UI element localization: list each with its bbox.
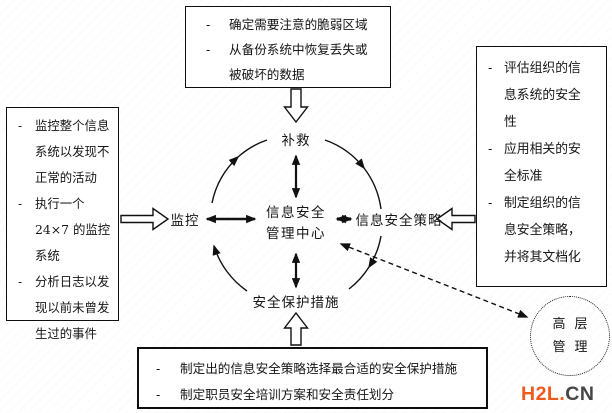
list-item-text: 执行一个 24×7 的监控系统: [35, 196, 111, 263]
cycle-arc-protection-to-monitor: [212, 244, 248, 292]
list-item-text: 从备份系统中恢复丢失或被破坏的数据: [229, 42, 368, 82]
watermark-logo: H2L.CN: [521, 383, 594, 406]
list-item: - 制定组织的信息安全策略，并将其文档化: [477, 190, 586, 271]
bullet-dash: -: [206, 17, 211, 32]
remedy-tasks-box: - 确定需要注意的脆弱区域 - 从备份系统中恢复丢失或被破坏的数据: [185, 6, 391, 88]
list-item: - 制定出的信息安全策略选择最合适的安全保护措施: [139, 356, 482, 382]
cycle-arc-remedy-to-policy: [324, 139, 365, 170]
node-monitor: 监控: [170, 213, 200, 229]
node-protection-measures: 安全保护措施: [252, 295, 340, 311]
watermark-h2l: H2L: [521, 383, 560, 405]
senior-management-line1: 高层: [552, 317, 597, 332]
center-node-info-security-management: 信息安全 管理中心: [266, 203, 326, 245]
list-item: - 分析日志以发现以前未曾发生过的事件: [7, 269, 115, 347]
monitoring-tasks-box: - 监控整个信息系统以发现不正常的活动 - 执行一个 24×7 的监控系统 - …: [6, 107, 119, 341]
list-item: - 执行一个 24×7 的监控系统: [7, 191, 115, 269]
policy-tasks-box: - 评估组织的信息系统的安全性 - 应用相关的安全标准 - 制定组织的信息安全策…: [476, 46, 607, 287]
bullet-dash: -: [488, 61, 493, 76]
cycle-arc-monitor-to-remedy: [211, 155, 240, 204]
list-item: - 确定需要注意的脆弱区域: [186, 12, 372, 37]
bullet-dash: -: [488, 196, 493, 211]
list-item-text: 制定组织的信息安全策略，并将其文档化: [504, 196, 581, 265]
cycle-arc-remedy-to-policy-tail: [363, 167, 382, 210]
watermark-cn: CN: [565, 383, 595, 405]
bullet-dash: -: [488, 142, 493, 157]
list-item-text: 监控整个信息系统以发现不正常的活动: [35, 118, 110, 185]
bullet-dash: -: [206, 42, 211, 57]
cycle-arc-policy-to-protection: [368, 235, 382, 269]
hollow-arrow-right-icon: [120, 207, 170, 231]
hollow-arrow-up-icon: [283, 311, 309, 346]
node-remedy: 补救: [281, 133, 311, 149]
list-item: - 制定职员安全培训方案和安全责任划分: [139, 382, 482, 408]
cycle-arc-policy-to-protection-tail: [348, 266, 370, 290]
list-item-text: 评估组织的信息系统的安全性: [504, 61, 581, 130]
list-item-text: 确定需要注意的脆弱区域: [229, 17, 368, 32]
hollow-arrow-down-icon: [283, 88, 309, 124]
bullet-dash: -: [156, 361, 161, 376]
list-item-text: 制定职员安全培训方案和安全责任划分: [180, 387, 395, 402]
list-item-text: 应用相关的安全标准: [504, 142, 581, 184]
bullet-dash: -: [18, 274, 23, 289]
bullet-dash: -: [18, 118, 23, 133]
center-node-line2: 管理中心: [266, 226, 326, 242]
list-item-text: 分析日志以发现以前未曾发生过的事件: [35, 274, 110, 341]
cycle-arc-monitor-to-remedy-tail: [237, 139, 268, 158]
senior-management-circle: 高层 管理: [530, 296, 610, 376]
protection-tasks-box: - 制定出的信息安全策略选择最合适的安全保护措施 - 制定职员安全培训方案和安全…: [137, 347, 488, 409]
center-node-line1: 信息安全: [266, 205, 326, 221]
list-item: - 评估组织的信息系统的安全性: [477, 55, 586, 136]
list-item: - 监控整个信息系统以发现不正常的活动: [7, 113, 115, 191]
list-item: - 应用相关的安全标准: [477, 136, 586, 190]
watermark-dot: .: [559, 383, 566, 405]
list-item-text: 制定出的信息安全策略选择最合适的安全保护措施: [180, 361, 458, 376]
list-item: - 从备份系统中恢复丢失或被破坏的数据: [186, 37, 372, 87]
hollow-arrow-left-icon: [435, 207, 476, 231]
senior-management-line2: 管理: [552, 340, 597, 355]
bullet-dash: -: [156, 387, 161, 402]
bullet-dash: -: [18, 196, 23, 211]
node-policy: 信息安全策略: [355, 213, 443, 229]
